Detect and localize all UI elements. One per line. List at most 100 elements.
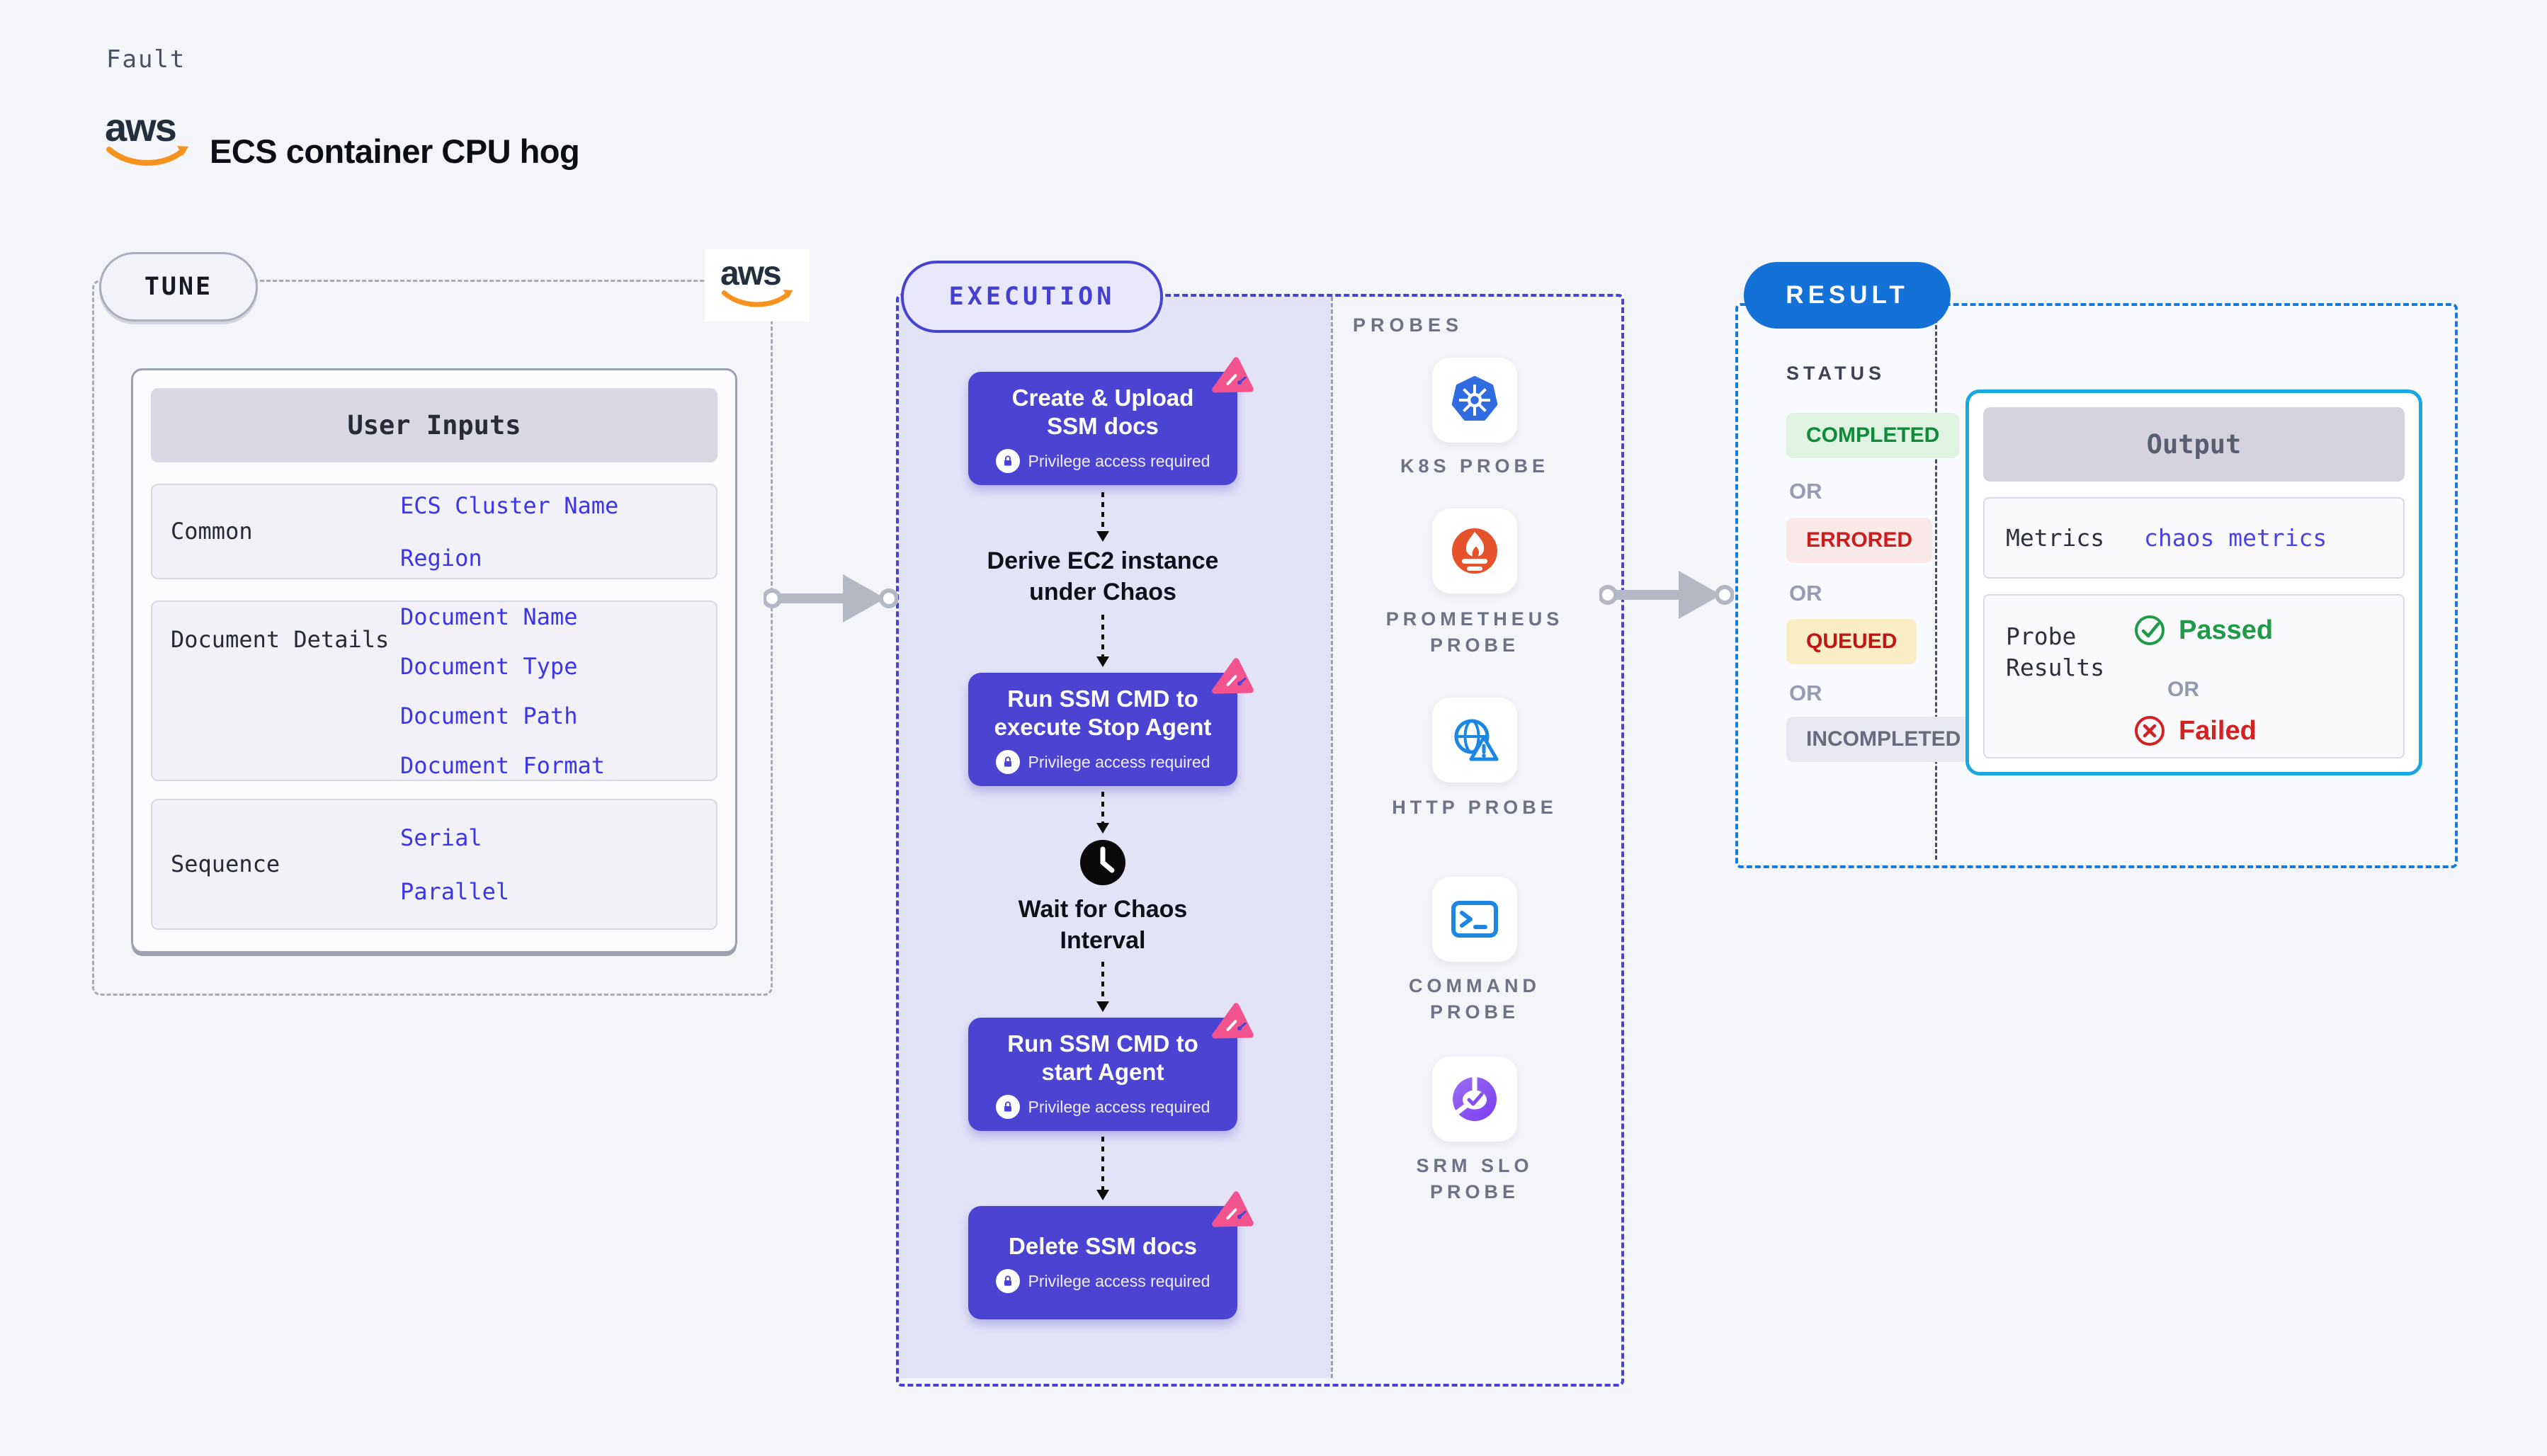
output-header: Output [1983,407,2405,482]
flow-connector [1096,1137,1109,1200]
user-inputs-row-common: Common ECS Cluster Name Region [151,484,717,579]
row-value: Region [400,544,482,571]
passed-result: Passed [2133,614,2273,647]
step-title-line: start Agent [1041,1059,1164,1085]
tune-section-box [92,280,773,996]
row-value: Serial [400,824,482,851]
probe-tile-prometheus [1432,508,1517,593]
privilege-label: Privilege access required [1028,451,1210,470]
probe-label-line: COMMAND [1409,975,1541,996]
x-circle-icon [2135,716,2165,746]
user-inputs-row-document-details: Document Details Document Name Document … [151,601,717,781]
probe-results-label-line: Results [2006,654,2105,681]
clock-icon [1080,840,1125,885]
or-separator: OR [1789,681,1822,705]
probe-results-row: Probe Results Passed OR Failed [1983,594,2405,758]
slo-pie-icon [1453,1076,1497,1121]
privilege-row: Privilege access required [995,1095,1210,1119]
http-globe-icon [1454,719,1499,761]
chaos-experiment-icon [1212,1003,1254,1039]
privilege-label: Privilege access required [1028,752,1210,771]
metrics-value: chaos metrics [2144,524,2327,552]
metrics-label: Metrics [2006,524,2105,552]
step-run-ssm-cmd-start-agent: Run SSM CMD to start Agent Privilege acc… [968,1003,1254,1131]
probe-results-label: Probe Results [2006,621,2104,683]
lock-icon [995,1095,1020,1119]
row-value: Document Path [400,702,578,729]
chaos-experiment-icon [1212,1191,1254,1227]
fault-eyebrow: Fault [106,45,186,74]
metrics-row: Metrics chaos metrics [1983,497,2405,579]
row-label: Common [171,518,253,545]
privilege-row: Privilege access required [995,449,1210,473]
probe-tile-srm-slo [1432,1057,1517,1142]
step-title-line: Run SSM CMD to [1007,1030,1198,1057]
execution-probes-divider [1331,297,1333,1378]
lock-icon [995,750,1020,774]
check-circle-icon [2135,615,2165,645]
row-value: ECS Cluster Name [400,491,619,519]
probe-label-k8s: K8S PROBE [1347,453,1602,479]
aws-smile-icon [106,146,188,166]
flow-connector [1096,615,1109,667]
aws-logo: aws [720,257,794,314]
probe-label-line: PROBE [1429,1181,1520,1202]
probe-label-line: PROBE [1429,1001,1520,1023]
step-create-upload-ssm-docs: Create & Upload SSM docs Privilege acces… [968,357,1254,485]
execution-badge: EXECUTION [901,261,1163,333]
prometheus-icon [1452,528,1497,574]
execution-to-result-arrow-icon [1599,571,1734,619]
lock-icon [995,1269,1020,1293]
step-title-line: Create & Upload [1011,385,1194,411]
tune-to-execution-arrow-icon [764,574,898,622]
failed-result: Failed [2133,715,2257,747]
status-badge-completed: COMPLETED [1786,413,1960,458]
or-separator: OR [1789,479,1822,504]
execution-section-box [896,294,1624,1387]
probe-tile-command [1432,877,1517,962]
status-header: STATUS [1786,363,1885,384]
or-separator: OR [1789,581,1822,605]
probe-label-line: PROMETHEUS [1385,608,1564,630]
or-separator: OR [2167,678,2199,701]
probe-results-label-line: Probe [2006,622,2077,650]
step-title-line: SSM docs [1047,413,1159,439]
flow-connector [1096,962,1109,1012]
user-inputs-header: User Inputs [151,388,717,462]
terminal-icon [1451,901,1498,938]
probe-tile-http [1432,698,1517,783]
step-title-line: Wait for Chaos [1018,896,1188,923]
row-label: Sequence [171,851,280,878]
probe-label-line: HTTP PROBE [1392,797,1558,818]
result-badge: RESULT [1744,262,1951,329]
passed-label: Passed [2179,615,2274,645]
probe-label-command: COMMAND PROBE [1347,973,1602,1025]
step-title-line: Derive EC2 instance [987,547,1219,574]
output-card: Output Metrics chaos metrics Probe Resul… [1965,389,2422,775]
chaos-experiment-icon [1212,357,1254,393]
probe-label-line: K8S PROBE [1400,455,1550,477]
aws-logo-text: aws [105,105,177,149]
step-delete-ssm-docs: Delete SSM docs Privilege access require… [968,1191,1254,1319]
probe-label-srm-slo: SRM SLO PROBE [1347,1153,1602,1205]
user-inputs-row-sequence: Sequence Serial Parallel [151,799,717,930]
step-title-line: execute Stop Agent [994,714,1212,740]
step-derive-ec2-label: Derive EC2 instance under Chaos [947,545,1259,608]
probe-label-line: SRM SLO [1416,1155,1533,1176]
aws-logo-text: aws [720,255,782,292]
step-title-line: under Chaos [1029,579,1176,605]
aws-logo: aws [105,108,190,173]
step-run-ssm-cmd-stop-agent: Run SSM CMD to execute Stop Agent Privil… [968,658,1254,786]
step-wait-chaos-interval-label: Wait for Chaos Interval [947,894,1259,956]
kubernetes-icon [1451,376,1498,421]
row-value: Document Format [400,751,605,779]
result-status-divider [1935,306,1937,860]
tune-badge: TUNE [99,252,258,322]
row-value: Parallel [400,877,510,905]
probe-label-line: PROBE [1429,635,1520,656]
status-badge-queued: QUEUED [1786,619,1917,664]
row-label: Document Details [171,626,390,653]
row-value: Document Name [400,603,578,630]
flow-connector [1096,792,1109,834]
probe-tile-k8s [1432,358,1517,443]
